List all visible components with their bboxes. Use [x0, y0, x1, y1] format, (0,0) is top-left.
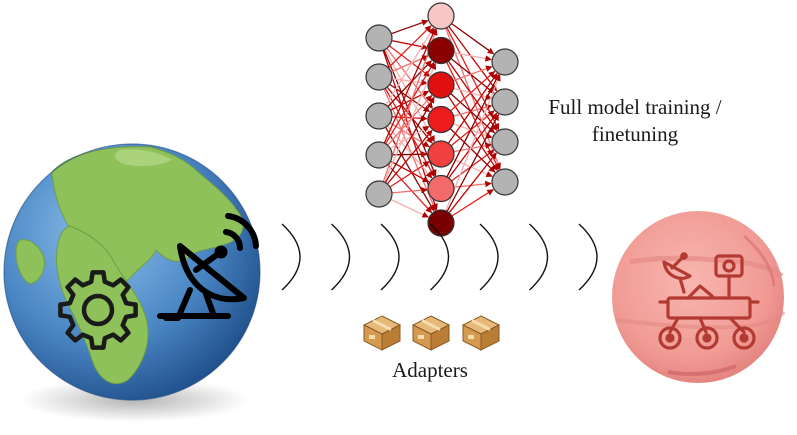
nn-input-node — [365, 102, 393, 130]
nn-edge — [391, 19, 429, 35]
nn-hidden-node — [427, 2, 455, 30]
satellite-dish-icon — [157, 213, 259, 321]
nn-edge — [386, 129, 433, 185]
nn-caption-line1: Full model training / — [548, 95, 722, 119]
nn-edge — [452, 65, 493, 82]
nn-edge — [447, 95, 498, 171]
nn-edge — [446, 113, 500, 212]
signal-wave-arc — [578, 223, 598, 291]
nn-caption-line2: finetuning — [591, 122, 679, 146]
nn-hidden-node — [427, 71, 455, 99]
nn-edge — [389, 122, 430, 148]
nn-edge — [450, 110, 495, 147]
nn-edge — [448, 112, 498, 179]
cardboard-box-icon — [411, 315, 451, 351]
signal-wave-arc — [281, 223, 301, 291]
nn-edge — [450, 70, 496, 112]
nn-edge — [384, 126, 435, 212]
signal-wave-arc — [331, 223, 351, 291]
nn-output-node — [491, 88, 519, 116]
nn-edge — [390, 160, 430, 183]
nn-edge — [390, 198, 429, 218]
nn-edge — [445, 74, 501, 212]
nn-edge — [385, 61, 435, 145]
earth-globe-icon — [3, 143, 261, 422]
nn-hidden-node — [427, 105, 455, 134]
nn-hidden-node — [427, 140, 455, 168]
nn-edge — [452, 158, 493, 178]
nn-output-node — [491, 48, 519, 76]
nn-edge — [451, 149, 495, 182]
nn-edge — [391, 186, 428, 194]
nn-edge — [391, 151, 428, 158]
nn-edge — [451, 189, 494, 217]
signal-wave-arc — [380, 223, 400, 291]
nn-edge — [447, 72, 498, 144]
cardboard-box-icon — [461, 315, 501, 351]
nn-output-node — [491, 168, 519, 196]
nn-caption: Full model training / finetuning — [520, 94, 750, 148]
adapter-boxes — [362, 315, 501, 351]
signal-wave-arc — [479, 223, 499, 291]
nn-edge — [453, 87, 493, 101]
nn-edge — [448, 152, 497, 214]
nn-edge — [383, 62, 437, 183]
nn-input-node — [365, 63, 393, 91]
nn-edge — [383, 28, 436, 144]
nn-edge — [453, 104, 493, 117]
nn-edge — [391, 115, 428, 122]
nn-output-node — [491, 128, 519, 156]
nn-edge — [387, 25, 432, 69]
nn-input-node — [365, 180, 393, 208]
nn-edge — [447, 60, 498, 132]
adapters-label: Adapters — [392, 358, 468, 382]
nn-edge — [453, 52, 492, 62]
nn-edge — [384, 96, 435, 184]
nn-edge — [389, 45, 431, 78]
nn-input-node — [365, 141, 393, 169]
nn-hidden-node — [427, 209, 455, 237]
nn-edge — [391, 78, 428, 86]
nn-edge — [387, 95, 433, 146]
nn-edge — [387, 164, 433, 214]
nn-edge — [386, 47, 434, 109]
nn-edge — [451, 23, 495, 55]
signal-wave-arc — [529, 223, 549, 291]
nn-edge — [446, 73, 500, 178]
rover-icon — [658, 252, 760, 350]
signal-waves — [281, 223, 598, 291]
nn-connections — [382, 19, 501, 218]
nn-edge — [386, 86, 433, 144]
nn-hidden-node — [427, 36, 455, 65]
signal-wave-arc — [430, 223, 450, 291]
nn-edge — [386, 125, 433, 179]
nn-edge — [389, 161, 430, 188]
nn-edge — [385, 27, 435, 106]
nn-edge — [387, 60, 432, 108]
nn-edge — [448, 26, 498, 92]
neural-network — [365, 2, 519, 237]
nn-hidden-node — [427, 174, 455, 203]
cardboard-box-icon — [362, 315, 402, 351]
gear-icon — [58, 270, 138, 350]
nn-input-node — [365, 24, 393, 52]
